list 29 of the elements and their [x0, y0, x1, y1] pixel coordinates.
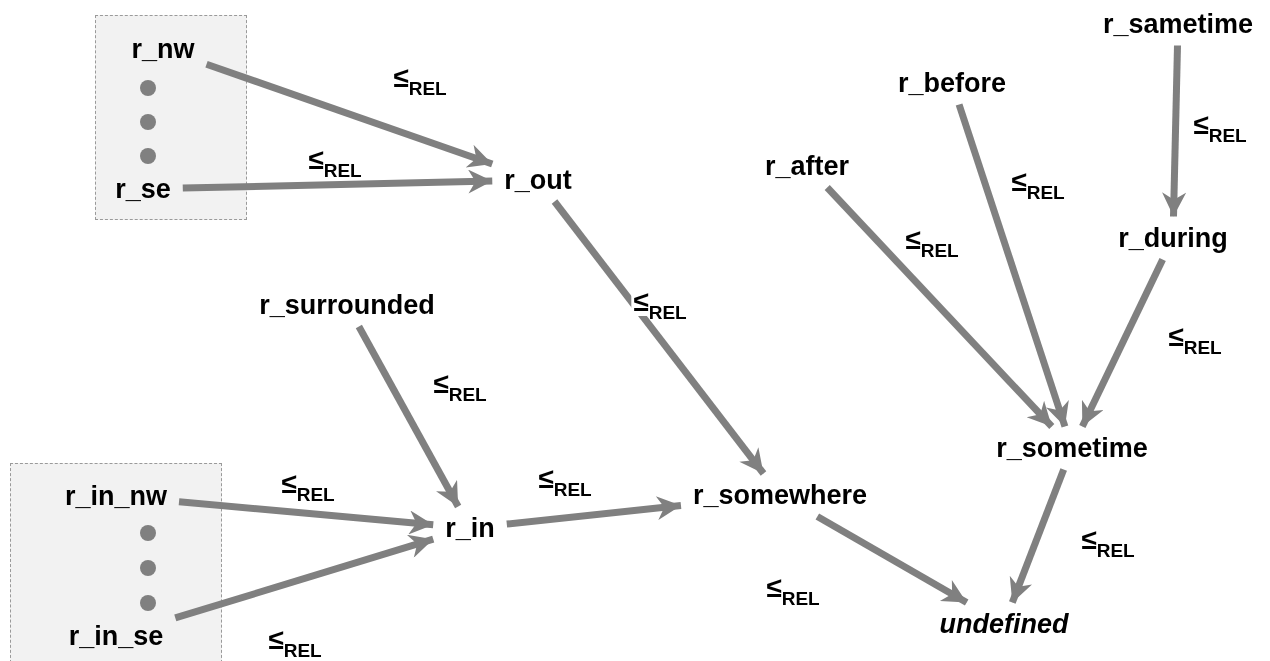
node-label: r_in_nw [61, 482, 171, 510]
node-label: r_somewhere [688, 481, 872, 509]
node-label: r_in [441, 514, 499, 542]
arrow [815, 513, 969, 606]
node-label: r_out [500, 166, 576, 194]
arrow [1009, 468, 1067, 604]
node-label: r_se [111, 175, 175, 203]
group-box [95, 15, 247, 220]
node-label: r_nw [127, 35, 199, 63]
arrow [178, 498, 434, 535]
node-label: r_in_se [64, 622, 168, 650]
arrow [182, 169, 493, 194]
arrow [506, 496, 682, 528]
node-label: r_surrounded [255, 291, 439, 319]
node-label: r_after [761, 152, 853, 180]
arrow [551, 199, 767, 476]
arrow [1079, 257, 1166, 429]
arrow [205, 60, 494, 168]
arrow [355, 324, 462, 509]
node-label: undefined [935, 610, 1073, 638]
arrow [174, 534, 435, 622]
node-label: r_sametime [1098, 10, 1258, 38]
arrow [955, 103, 1069, 428]
node-label: r_sometime [992, 434, 1152, 462]
arrow [1162, 45, 1187, 217]
group-box [10, 463, 222, 661]
arrow [824, 185, 1055, 429]
node-label: r_during [1114, 224, 1232, 252]
node-label: r_before [894, 69, 1010, 97]
